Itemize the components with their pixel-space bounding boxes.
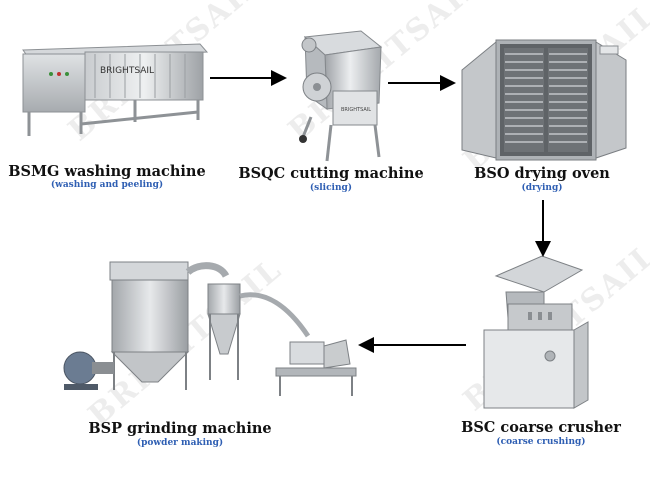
cutting-machine-subtitle: (slicing) <box>309 183 353 193</box>
grinding-machine-subtitle: (powder making) <box>136 438 224 448</box>
washing-machine-image: BRIGHTSAIL <box>22 43 209 136</box>
cutting-machine-title: BSQC cutting machine <box>238 165 424 182</box>
drying-oven-image <box>461 39 627 161</box>
washing-machine-subtitle: (washing and peeling) <box>50 180 164 190</box>
cutting-machine-image: BRIGHTSAIL <box>299 30 383 162</box>
grinding-machine-image <box>63 261 357 396</box>
coarse-crusher-subtitle: (coarse crushing) <box>496 437 586 447</box>
coarse-crusher-image <box>483 255 589 409</box>
brand-plate: BRIGHTSAIL <box>341 107 371 113</box>
brand-plate: BRIGHTSAIL <box>100 66 154 76</box>
drying-oven-title: BSO drying oven <box>474 165 610 182</box>
coarse-crusher-title: BSC coarse crusher <box>461 419 621 436</box>
grinding-machine-title: BSP grinding machine <box>88 420 272 437</box>
drying-oven-subtitle: (drying) <box>521 183 563 193</box>
washing-machine-title: BSMG washing machine <box>8 163 206 180</box>
